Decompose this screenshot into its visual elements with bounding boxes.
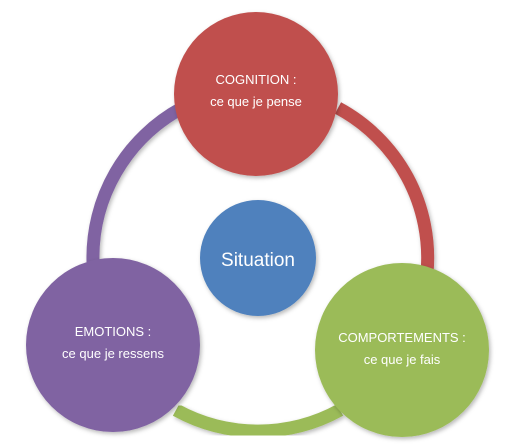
situation-label: Situation [221, 250, 295, 271]
emotions-subtitle: ce que je ressens [62, 346, 164, 361]
comportements-node: COMPORTEMENTS : ce que je fais [315, 263, 489, 437]
comportements-subtitle: ce que je fais [364, 352, 441, 367]
arc-cognition-to-comportements [334, 102, 435, 274]
arc-comportements-to-emotions [172, 404, 344, 438]
emotions-title: EMOTIONS : [75, 324, 152, 339]
cognition-title: COGNITION : [216, 72, 297, 87]
arc-emotions-to-cognition [86, 102, 186, 263]
cognition-subtitle: ce que je pense [210, 94, 302, 109]
comportements-title: COMPORTEMENTS : [338, 330, 466, 345]
cognition-node: COGNITION : ce que je pense [174, 12, 338, 176]
situation-node: Situation [200, 200, 316, 316]
emotions-node: EMOTIONS : ce que je ressens [26, 258, 200, 432]
